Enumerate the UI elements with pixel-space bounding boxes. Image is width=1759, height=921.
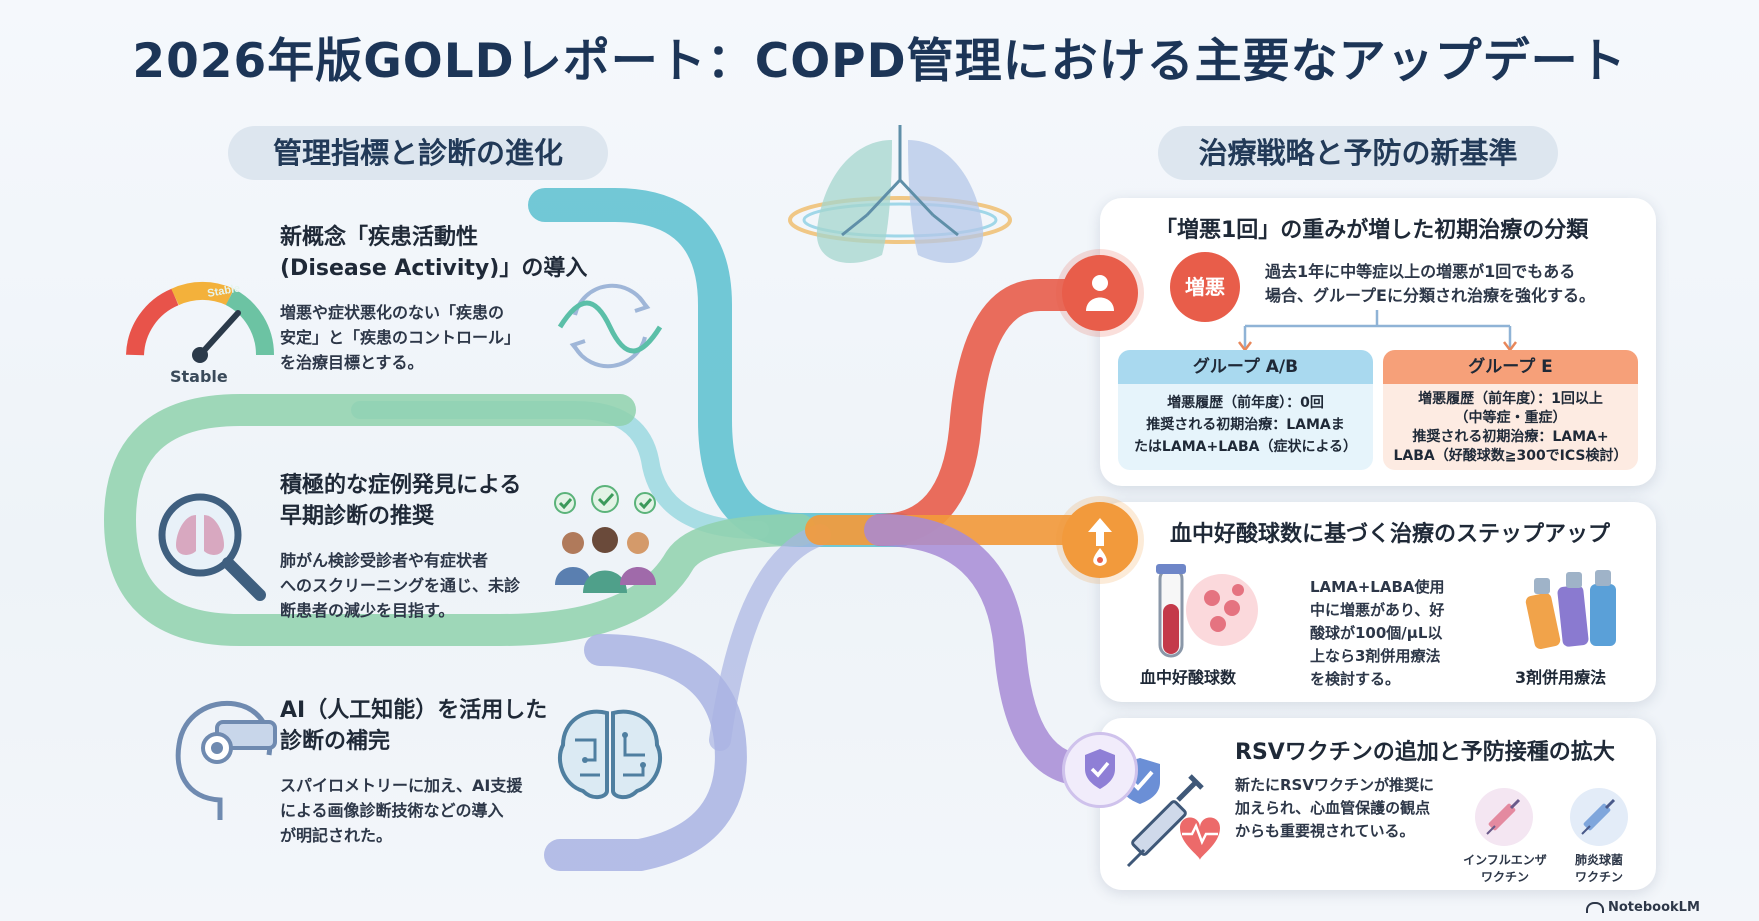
blood-tube-icon: [1156, 564, 1258, 658]
pneumococcal-vaccine-label: 肺炎球菌ワクチン: [1574, 853, 1623, 884]
page-title: 2026年版GOLDレポート：COPD管理における主要なアップデート: [132, 34, 1627, 89]
ribbon-green: [103, 394, 816, 646]
step-up-icon: [1062, 502, 1138, 578]
card3-description: 新たにRSVワクチンが推奨に加えられ、心血管保護の観点からも重要視されている。: [1235, 776, 1434, 840]
head-scan-icon: [175, 700, 277, 820]
brand-watermark: NotebookLM: [1586, 900, 1700, 915]
group-ab-name: グループ A/B: [1118, 350, 1373, 384]
group-e-box: グループ E 増悪履歴（前年度）：1回以上 （中等症・重症） 推奨される初期治療…: [1383, 350, 1638, 470]
shield-check-icon: [1062, 732, 1138, 808]
influenza-vaccine-label: インフルエンザワクチン: [1463, 853, 1547, 884]
person-icon: [1062, 255, 1138, 331]
card1-title: 「増悪1回」の重みが増した初期治療の分類: [1155, 218, 1589, 243]
brand-logo-icon: [1586, 902, 1604, 913]
group-e-name: グループ E: [1383, 350, 1638, 384]
gauge-arc-label: Stable: [206, 282, 241, 300]
pneumococcal-vaccine-icon: [1570, 788, 1628, 846]
gauge-label: Stable: [170, 367, 228, 386]
card2-title: 血中好酸球数に基づく治療のステップアップ: [1170, 522, 1611, 547]
card-initial-treatment: 「増悪1回」の重みが増した初期治療の分類 増悪 過去1年に中等症以上の増悪が1回…: [1100, 198, 1656, 486]
ribbon-violet: [864, 514, 1126, 786]
people-screening-icon: [554, 485, 656, 593]
lungs-icon: [788, 125, 1012, 263]
group-ab-box: グループ A/B 増悪履歴（前年度）：0回 推奨される初期治療：LAMAま たは…: [1118, 350, 1373, 470]
eosinophil-label: 血中好酸球数: [1140, 668, 1237, 687]
card-eosinophil-stepup: 血中好酸球数に基づく治療のステップアップ 血中好酸球数 LAMA+LABA使用中…: [1100, 502, 1656, 702]
exacerbation-badge: 増悪: [1170, 252, 1240, 322]
influenza-vaccine-icon: [1475, 788, 1533, 846]
ai-brain-icon: [557, 709, 663, 799]
left-section-heading: 管理指標と診断の進化: [228, 126, 608, 180]
card-rsv-vaccine: RSVワクチンの追加と予防接種の拡大 新たにRSVワクチンが推奨に加えられ、心血…: [1100, 718, 1656, 890]
card2-description: LAMA+LABA使用中に増悪があり、好酸球が100個/μL以上なら3剤併用療法…: [1310, 578, 1445, 688]
triple-therapy-label: 3剤併用療法: [1515, 668, 1607, 687]
stability-gauge-icon: Stable: [126, 281, 275, 363]
card3-title: RSVワクチンの追加と予防接種の拡大: [1235, 740, 1615, 765]
left-item-ai-diagnosis: AI（人工知能）を活用した診断の補完 スパイロメトリーに加え、AI支援による画像…: [280, 698, 548, 845]
ribbon-purple-link: [709, 524, 831, 751]
card1-description: 過去1年に中等症以上の増悪が1回でもある場合、グループEに分類され治療を強化する…: [1265, 262, 1595, 305]
magnifier-lungs-icon: [158, 493, 266, 601]
split-arrow: [1238, 310, 1517, 353]
left-item-disease-activity: 新概念「疾患活動性(Disease Activity)」の導入 増悪や症状悪化の…: [280, 225, 588, 372]
left-item-case-finding: 積極的な症例発見による早期診断の推奨 肺がん検診受診者や有症状者へのスクリーニン…: [280, 473, 522, 620]
right-section-heading: 治療戦略と予防の新基準: [1158, 126, 1558, 180]
triple-inhaler-icon: [1525, 570, 1616, 649]
cycle-wave-icon: [557, 283, 663, 369]
ribbon-red: [864, 279, 1106, 546]
